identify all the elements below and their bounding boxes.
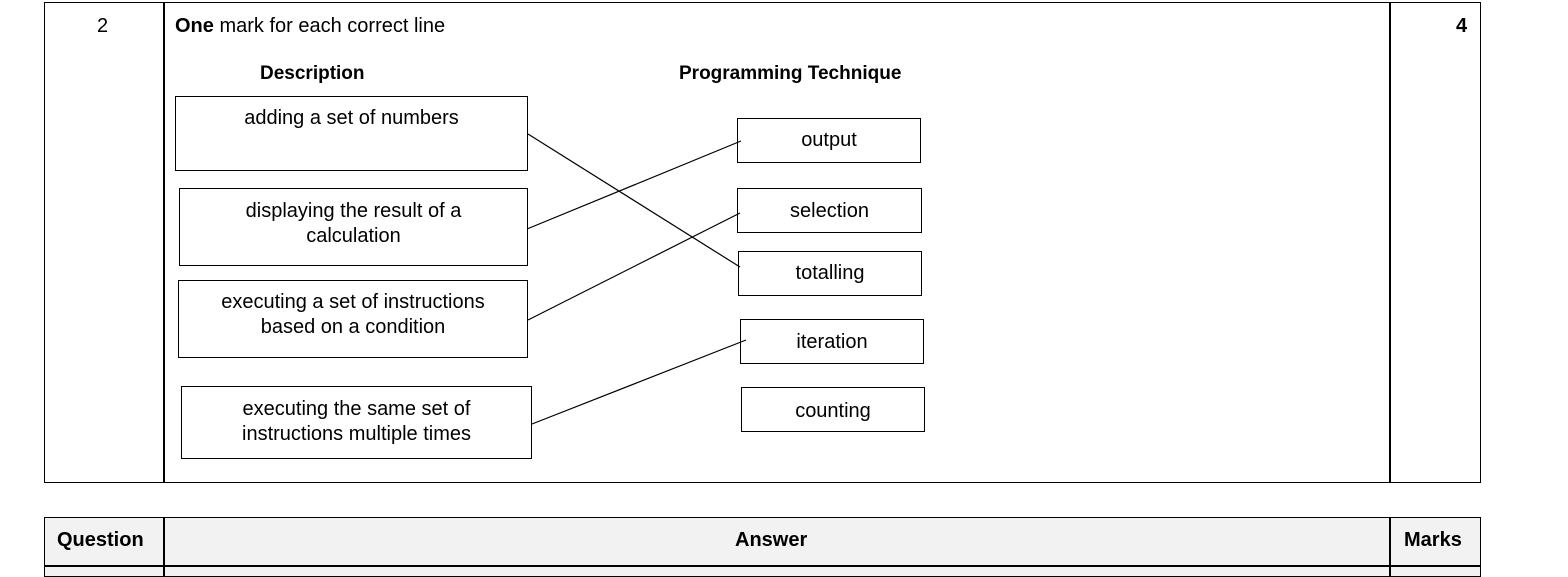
description-box: executing a set of instructions based on… <box>178 280 528 358</box>
marks-column-header: Marks <box>1404 529 1462 551</box>
technique-text: iteration <box>796 331 868 353</box>
description-text: executing the same set of instructions m… <box>242 398 471 445</box>
technique-box: counting <box>741 387 925 432</box>
question-number: 2 <box>97 15 109 37</box>
column-divider <box>163 517 165 577</box>
marks-value: 4 <box>1456 15 1468 37</box>
description-box: adding a set of numbers <box>175 96 528 171</box>
technique-box: selection <box>737 188 922 233</box>
table-header-row <box>44 517 1481 577</box>
description-box: displaying the result of a calculation <box>179 188 528 266</box>
technique-box: output <box>737 118 921 163</box>
column-divider <box>163 2 165 483</box>
question-column-header: Question <box>57 529 144 551</box>
column-divider <box>1389 2 1391 483</box>
link-line-selection <box>527 212 741 321</box>
answer-column-header: Answer <box>735 529 808 551</box>
link-line-totalling <box>527 133 741 268</box>
technique-text: selection <box>790 200 869 222</box>
column-divider <box>1389 517 1391 577</box>
technique-text: counting <box>795 400 871 422</box>
description-box: executing the same set of instructions m… <box>181 386 532 459</box>
technique-box: iteration <box>740 319 924 364</box>
technique-box: totalling <box>738 251 922 296</box>
description-text: adding a set of numbers <box>244 107 459 129</box>
technique-text: totalling <box>795 262 865 284</box>
description-text: executing a set of instructions based on… <box>221 291 485 338</box>
link-line-iteration <box>531 339 747 425</box>
mark-instruction: One mark for each correct line <box>175 13 445 39</box>
question-row <box>44 2 1481 483</box>
description-header: Description <box>260 63 365 84</box>
instruction-bold: One <box>175 15 214 37</box>
link-line-output <box>526 140 742 230</box>
technique-header: Programming Technique <box>679 63 902 84</box>
instruction-rest: mark for each correct line <box>213 15 446 37</box>
technique-text: output <box>801 129 857 151</box>
row-divider <box>44 565 1481 567</box>
description-text: displaying the result of a calculation <box>245 200 462 247</box>
